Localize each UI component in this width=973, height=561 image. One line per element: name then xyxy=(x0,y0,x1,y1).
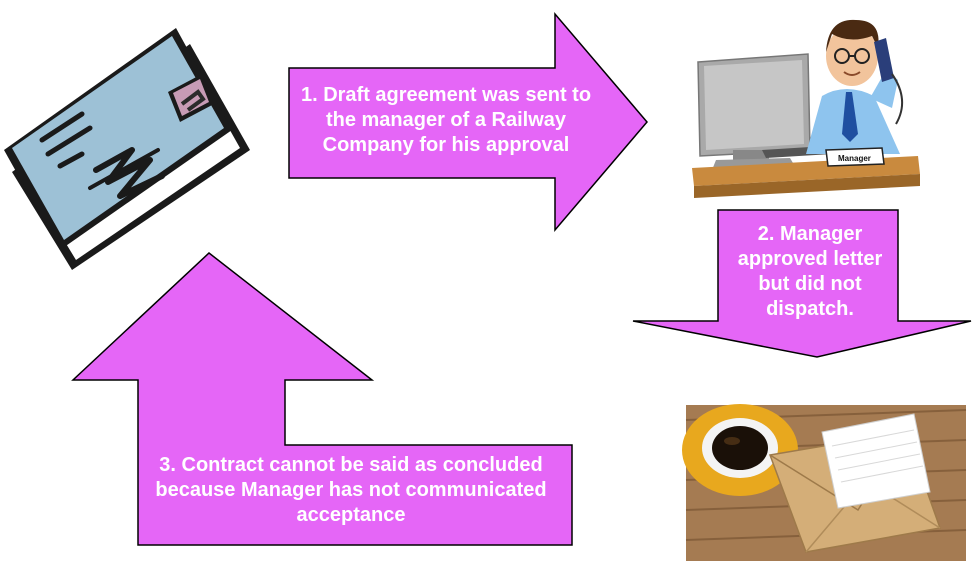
manager-illustration: Manager xyxy=(692,19,920,198)
envelope-illustration xyxy=(4,28,250,270)
step-1-label: 1. Draft agreement was sent to the manag… xyxy=(300,84,592,156)
nameplate-label: Manager xyxy=(838,154,871,163)
arrow-down-shape xyxy=(632,209,972,358)
arrow-up-shape xyxy=(71,252,573,546)
stamp-icon xyxy=(168,74,214,122)
step-2-label: 2. Manager approved letter but did not d… xyxy=(737,223,883,320)
envelope-icon xyxy=(768,413,942,553)
phone-icon xyxy=(874,38,903,125)
step-3-label: 3. Contract cannot be said as concluded … xyxy=(155,454,547,526)
letter-photo xyxy=(682,404,967,561)
coffee-cup-icon xyxy=(682,404,798,496)
arrow-right-shape xyxy=(288,11,648,233)
